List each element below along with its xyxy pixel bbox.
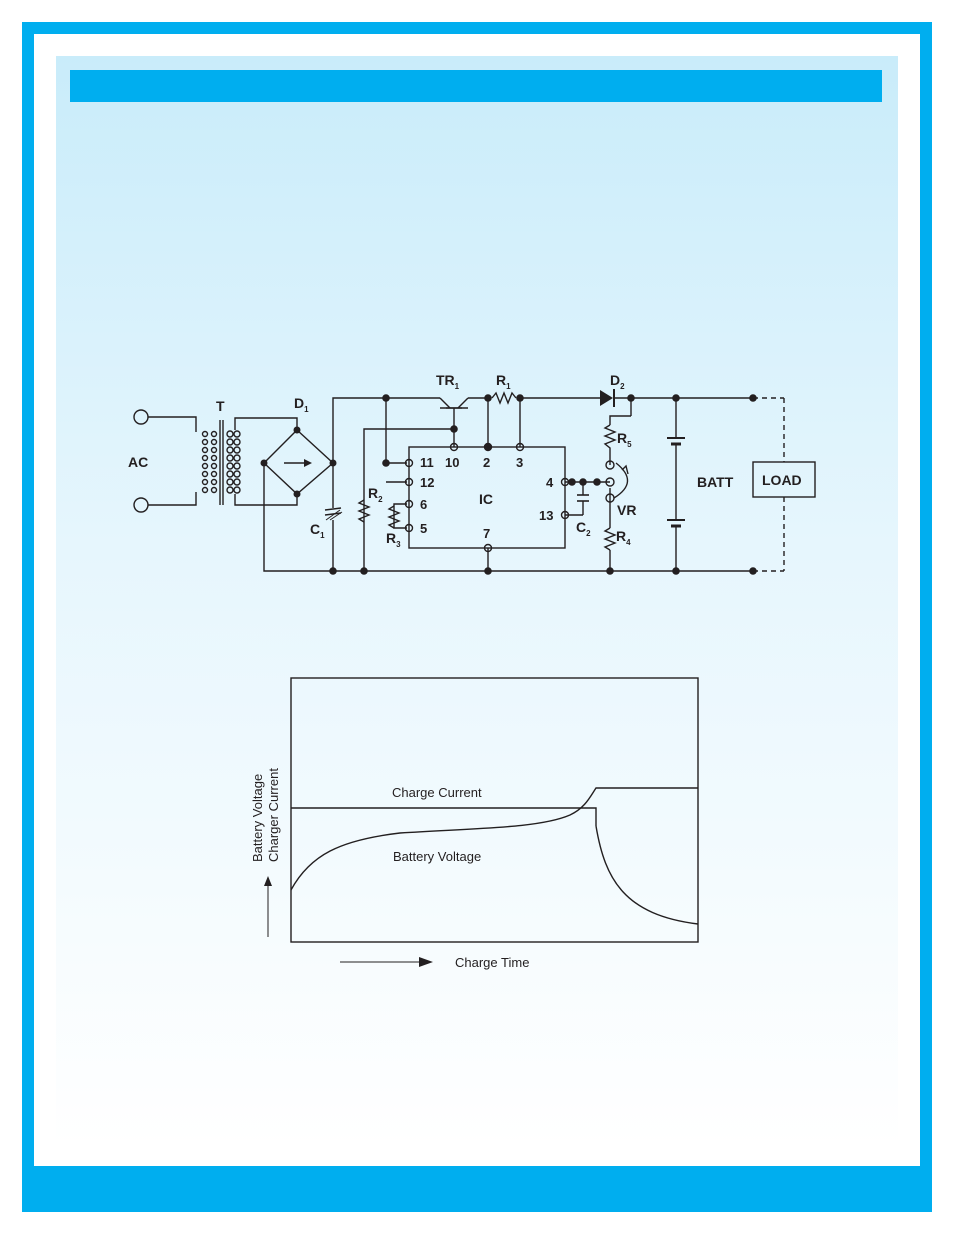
pin-11: 11 bbox=[420, 455, 434, 470]
d1-label: D1 bbox=[294, 395, 309, 414]
pin-5: 5 bbox=[420, 521, 427, 536]
r1-resistor bbox=[492, 393, 516, 403]
r5-label: R5 bbox=[617, 430, 632, 449]
load-label: LOAD bbox=[762, 472, 802, 488]
y-axis-arrowhead bbox=[264, 876, 272, 886]
battery-voltage-curve bbox=[291, 788, 698, 890]
transformer-label: T bbox=[216, 398, 225, 414]
pin-4: 4 bbox=[546, 475, 554, 490]
ac-label: AC bbox=[128, 454, 148, 470]
x-axis-label: Charge Time bbox=[455, 955, 529, 970]
charge-current-curve-flat bbox=[291, 808, 596, 826]
d2-diode bbox=[600, 389, 614, 407]
c1-capacitor bbox=[325, 508, 342, 520]
x-axis-arrowhead bbox=[419, 957, 433, 967]
r4-resistor bbox=[605, 528, 615, 550]
graph-frame bbox=[291, 678, 698, 942]
pin-2: 2 bbox=[483, 455, 490, 470]
pin-12: 12 bbox=[420, 475, 434, 490]
c2-label: C2 bbox=[576, 519, 591, 538]
vr-label: VR bbox=[617, 502, 636, 518]
d2-label: D2 bbox=[610, 372, 625, 391]
ac-terminal-top bbox=[134, 410, 148, 424]
charge-current-curve-decay bbox=[596, 826, 698, 924]
c2-capacitor bbox=[577, 495, 589, 501]
pin-10: 10 bbox=[445, 455, 459, 470]
y-axis-label-1: Battery Voltage bbox=[250, 774, 265, 862]
r4-label: R4 bbox=[616, 528, 631, 547]
r3-label: R3 bbox=[386, 530, 401, 549]
ic-label: IC bbox=[479, 491, 493, 507]
transformer bbox=[148, 417, 297, 505]
y-axis-label-2: Charger Current bbox=[266, 768, 281, 862]
r5-resistor bbox=[605, 425, 615, 451]
pin-7: 7 bbox=[483, 526, 490, 541]
battery-voltage-label: Battery Voltage bbox=[393, 849, 481, 864]
bridge-rectifier bbox=[261, 427, 337, 498]
pin-13: 13 bbox=[539, 508, 553, 523]
circuit-wires bbox=[264, 398, 753, 571]
r1-label: R1 bbox=[496, 372, 511, 391]
c1-label: C1 bbox=[310, 521, 325, 540]
batt-label: BATT bbox=[697, 474, 734, 490]
pin-3: 3 bbox=[516, 455, 523, 470]
tr1-label: TR1 bbox=[436, 372, 460, 391]
pin-6: 6 bbox=[420, 497, 427, 512]
charge-current-label: Charge Current bbox=[392, 785, 482, 800]
ac-terminal-bottom bbox=[134, 498, 148, 512]
r2-label: R2 bbox=[368, 485, 383, 504]
